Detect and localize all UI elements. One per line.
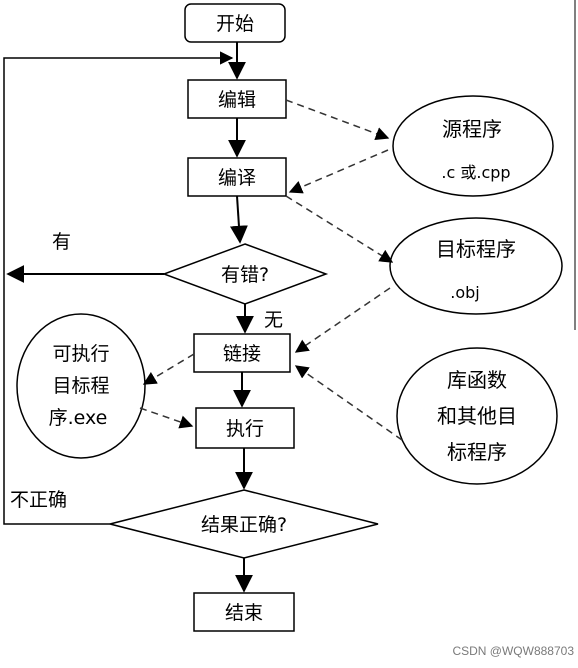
watermark: CSDN @WQW888703 <box>452 644 574 658</box>
link-label: 链接 <box>223 343 261 365</box>
start-label: 开始 <box>216 13 254 35</box>
dashed-library-link <box>294 365 403 441</box>
dashed-link-executable <box>142 353 195 385</box>
source-file-label-1: 源程序 <box>442 117 502 141</box>
edit-label: 编辑 <box>218 89 256 111</box>
executable-file-label-2: 目标程 <box>52 375 109 397</box>
edit-node: 编辑 <box>187 79 287 119</box>
source-file-ellipse: 源程序 .c 或.cpp <box>392 95 554 197</box>
arrow-compile-decision <box>229 195 248 244</box>
has-error-decision: 有错? <box>161 243 329 305</box>
end-label: 结束 <box>225 602 263 624</box>
has-error-label: 有错? <box>221 264 269 286</box>
result-ok-label: 结果正确? <box>201 514 287 536</box>
library-label-1: 库函数 <box>447 368 507 392</box>
link-node: 链接 <box>193 333 291 373</box>
dashed-source-compile <box>288 149 389 194</box>
executable-file-label-1: 可执行 <box>52 343 109 365</box>
dashed-edit-source <box>285 99 390 141</box>
library-label-3: 标程序 <box>447 440 507 464</box>
edge-label-no: 无 <box>264 309 283 331</box>
compile-node: 编译 <box>187 157 287 197</box>
run-label: 执行 <box>226 418 264 440</box>
main-flow-arrows <box>6 42 254 593</box>
result-ok-decision: 结果正确? <box>109 489 379 559</box>
library-ellipse: 库函数 和其他目 标程序 <box>396 347 558 485</box>
edge-label-incorrect: 不正确 <box>10 489 67 511</box>
start-node: 开始 <box>184 3 286 43</box>
end-node: 结束 <box>193 592 295 632</box>
loop-back-line <box>3 51 234 525</box>
object-file-label-2: .obj <box>450 283 479 302</box>
dashed-compile-object <box>285 195 394 263</box>
dashed-object-link <box>294 287 391 353</box>
run-node: 执行 <box>195 407 295 449</box>
executable-file-ellipse: 可执行 目标程 序.exe <box>16 313 146 459</box>
executable-file-label-3: 序.exe <box>49 407 108 429</box>
object-file-label-1: 目标程序 <box>436 237 516 261</box>
object-file-ellipse: 目标程序 .obj <box>389 217 563 315</box>
compile-label: 编译 <box>218 167 256 189</box>
library-label-2: 和其他目 <box>437 404 517 428</box>
edge-label-yes: 有 <box>52 231 71 253</box>
file-flow-arrows <box>139 99 403 441</box>
dashed-executable-run <box>139 407 194 429</box>
source-file-label-2: .c 或.cpp <box>441 163 510 182</box>
